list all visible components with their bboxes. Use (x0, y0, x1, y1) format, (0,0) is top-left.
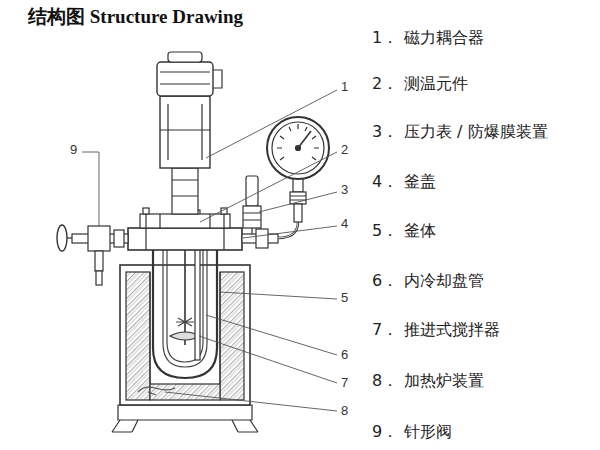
list-number: 7． (372, 320, 398, 339)
list-number: 3． (372, 122, 398, 141)
part-name: 釜盖 (404, 172, 436, 191)
part-name: 加热炉装置 (404, 371, 484, 390)
callout-number: 7 (341, 375, 348, 391)
list-number: 5． (372, 221, 398, 240)
part-name: 磁力耦合器 (404, 28, 484, 47)
callout-number: 4 (341, 216, 348, 232)
callout-number: 5 (341, 290, 348, 306)
leader-lines (82, 90, 337, 411)
list-number: 2． (372, 74, 398, 93)
callout-number: 6 (341, 347, 348, 363)
drawing-title: 结构图 Structure Drawing (28, 6, 243, 29)
list-number: 4． (372, 172, 398, 191)
list-number: 6． (372, 271, 398, 290)
callout-number: 9 (70, 142, 77, 158)
part-name: 压力表 / 防爆膜装置 (404, 122, 548, 141)
callout-number: 2 (341, 142, 348, 158)
callout-number: 1 (341, 79, 348, 95)
part-name: 釜体 (404, 221, 436, 240)
list-number: 9． (372, 422, 398, 441)
callout-number: 3 (341, 182, 348, 198)
list-number: 8． (372, 371, 398, 390)
callout-number: 8 (341, 403, 348, 419)
part-name: 内冷却盘管 (404, 271, 484, 290)
part-name: 推进式搅拌器 (404, 320, 500, 339)
part-name: 针形阀 (404, 422, 452, 441)
list-number: 1． (372, 28, 398, 47)
part-name: 测温元件 (404, 74, 468, 93)
